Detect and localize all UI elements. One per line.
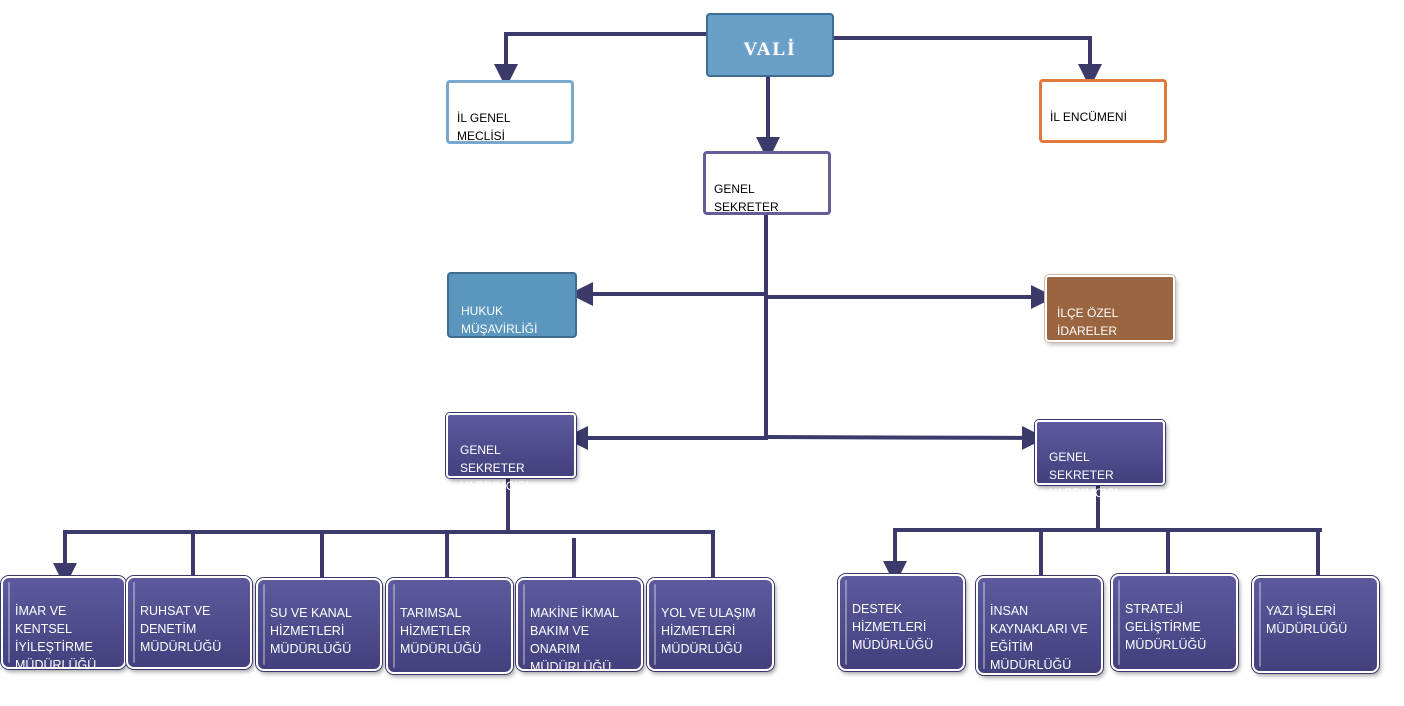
il-encumeni-box: İL ENCÜMENİ: [1039, 79, 1167, 143]
genel-sekreter-label: GENEL SEKRETER: [714, 182, 779, 214]
unit-label: MAKİNE İKMAL BAKIM VE ONARIM MÜDÜRLÜĞÜ: [530, 606, 619, 674]
hukuk-box: HUKUK MÜŞAVİRLİĞİ: [447, 272, 577, 338]
unit-yol-ulasim: YOL VE ULAŞIM HİZMETLERİ MÜDÜRLÜĞÜ: [647, 578, 774, 671]
unit-label: SU VE KANAL HİZMETLERİ MÜDÜRLÜĞÜ: [270, 606, 352, 656]
unit-tarimsal: TARIMSAL HİZMETLER MÜDÜRLÜĞÜ: [386, 578, 513, 674]
connector-vali-encumen: [832, 36, 1102, 88]
vali-box: VALİ: [706, 13, 834, 77]
gsy-left-box: GENEL SEKRETER YARDIMCISI: [446, 413, 576, 493]
unit-label: YAZI İŞLERİ MÜDÜRLÜĞÜ: [1266, 604, 1348, 636]
il-encumeni-label: İL ENCÜMENİ: [1050, 110, 1127, 124]
unit-ruhsat: RUHSAT VE DENETİM MÜDÜRLÜĞÜ: [126, 576, 252, 669]
unit-insan-kaynaklari: İNSAN KAYNAKLARI VE EĞİTİM MÜDÜRLÜĞÜ: [976, 576, 1103, 675]
unit-imar: İMAR VE KENTSEL İYİLEŞTİRME MÜDÜRLÜĞÜ: [1, 576, 126, 672]
unit-makine: MAKİNE İKMAL BAKIM VE ONARIM MÜDÜRLÜĞÜ: [516, 578, 643, 674]
connector-gsy-right: [763, 425, 1046, 450]
unit-label: İNSAN KAYNAKLARI VE EĞİTİM MÜDÜRLÜĞÜ: [990, 604, 1088, 672]
unit-label: DESTEK HİZMETLERİ MÜDÜRLÜĞÜ: [852, 602, 934, 652]
unit-label: RUHSAT VE DENETİM MÜDÜRLÜĞÜ: [140, 604, 222, 654]
ilce-ozel-label: İLÇE ÖZEL İDARELER: [1057, 306, 1119, 338]
unit-su-kanal: SU VE KANAL HİZMETLERİ MÜDÜRLÜĞÜ: [256, 578, 382, 671]
unit-label: YOL VE ULAŞIM HİZMETLERİ MÜDÜRLÜĞÜ: [661, 606, 756, 656]
unit-strateji: STRATEJİ GELİŞTİRME MÜDÜRLÜĞÜ: [1111, 574, 1238, 671]
unit-destek: DESTEK HİZMETLERİ MÜDÜRLÜĞÜ: [838, 574, 965, 671]
unit-label: İMAR VE KENTSEL İYİLEŞTİRME MÜDÜRLÜĞÜ: [15, 604, 97, 672]
connector-vali-meclis: [494, 32, 709, 88]
unit-label: STRATEJİ GELİŞTİRME MÜDÜRLÜĞÜ: [1125, 602, 1207, 652]
unit-yazi-isleri: YAZI İŞLERİ MÜDÜRLÜĞÜ: [1252, 576, 1379, 673]
il-genel-meclisi-label: İL GENEL MECLİSİ: [457, 111, 511, 143]
vali-label: VALİ: [743, 39, 797, 60]
genel-sekreter-box: GENEL SEKRETER: [703, 151, 831, 215]
il-genel-meclisi-box: İL GENEL MECLİSİ: [446, 80, 574, 144]
ilce-ozel-box: İLÇE ÖZEL İDARELER: [1045, 275, 1175, 342]
gsy-right-label: GENEL SEKRETER YARDIMCISI: [1049, 450, 1119, 500]
gsy-right-box: GENEL SEKRETER YARDIMCISI: [1035, 420, 1165, 500]
hukuk-label: HUKUK MÜŞAVİRLİĞİ: [461, 304, 538, 336]
gsy-left-label: GENEL SEKRETER YARDIMCISI: [460, 443, 530, 493]
unit-label: TARIMSAL HİZMETLER MÜDÜRLÜĞÜ: [400, 606, 482, 656]
